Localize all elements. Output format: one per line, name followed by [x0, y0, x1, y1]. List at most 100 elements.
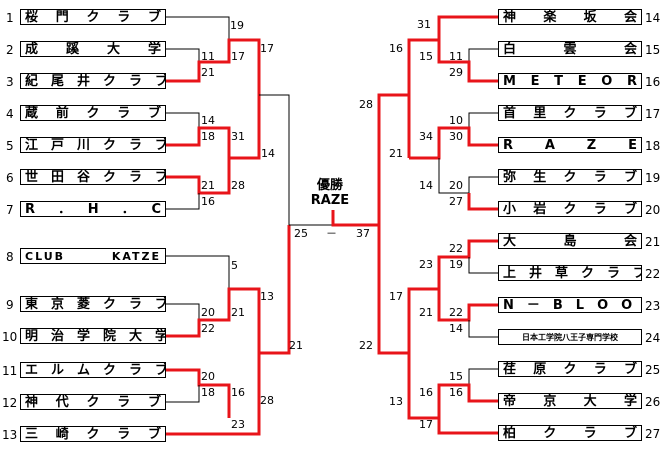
- team-box-18: R A Z E: [498, 137, 642, 153]
- score: 18: [201, 386, 215, 399]
- team-box-17: 首 里 ク ラ ブ: [498, 105, 642, 121]
- score: 13: [389, 395, 403, 408]
- score: 5: [231, 259, 238, 272]
- line-r3-right: [377, 225, 409, 355]
- line-17: [468, 112, 498, 128]
- score: 22: [201, 322, 215, 335]
- team-box-20: 小 岩 ク ラ ブ: [498, 201, 642, 217]
- champion-title: 優勝: [316, 178, 343, 193]
- champion-name: RAZE: [310, 193, 350, 208]
- score: 27: [449, 195, 463, 208]
- score: 18: [201, 130, 215, 143]
- seed-5: 5: [6, 139, 14, 153]
- seed-8: 8: [6, 250, 14, 264]
- seed-16: 16: [645, 75, 661, 89]
- score: 23: [231, 418, 245, 431]
- team-box-7: R ． H ． C: [20, 201, 166, 217]
- team-box-3: 紀 尾 井 ク ラ ブ: [20, 73, 166, 89]
- score: 22: [359, 339, 373, 352]
- seed-1: 1: [6, 11, 14, 25]
- line-23-win: [437, 289, 498, 322]
- score: 22: [449, 306, 463, 319]
- score: 16: [231, 386, 245, 399]
- score: 14: [201, 114, 215, 127]
- seed-18: 18: [645, 139, 661, 153]
- score: 16: [201, 195, 215, 208]
- score: 17: [231, 50, 245, 63]
- line-5-win: [166, 95, 261, 160]
- score: 28: [359, 98, 373, 111]
- line-r2-top: [259, 94, 290, 225]
- score: 20: [201, 306, 215, 319]
- score: 31: [231, 130, 245, 143]
- team-box-24: 日本工学院八王子専門学校: [498, 329, 642, 345]
- team-box-4: 蔵 前 ク ラ ブ: [20, 105, 166, 121]
- line-10-win: [166, 287, 261, 353]
- seed-22: 22: [645, 267, 661, 281]
- team-box-16: M E T E O R: [498, 73, 642, 89]
- line-6-win: [166, 158, 231, 195]
- team-box-1: 桜 門 ク ラ ブ: [20, 9, 166, 25]
- line-18-win: [409, 126, 498, 160]
- line-11-win: [166, 368, 231, 418]
- score: 11: [201, 50, 215, 63]
- score: 23: [419, 258, 433, 271]
- seed-21: 21: [645, 235, 661, 249]
- score: 10: [449, 114, 463, 127]
- score: 15: [419, 50, 433, 63]
- team-box-25: 荏 原 ク ラ ブ: [498, 361, 642, 377]
- line-final-left: [289, 210, 334, 226]
- line-9: [166, 303, 200, 320]
- line-2: [166, 48, 200, 62]
- team-box-13: 三 崎 ク ラ ブ: [20, 426, 166, 442]
- score: 19: [449, 258, 463, 271]
- line-14-win: [437, 15, 498, 40]
- final-score-right: 37: [356, 227, 370, 240]
- team-box-26: 帝 京 大 学: [498, 393, 642, 409]
- team-box-12: 神 代 ク ラ ブ: [20, 394, 166, 410]
- team-box-5: 江 戸 川 ク ラ ブ: [20, 137, 166, 153]
- line-21-win: [407, 239, 498, 353]
- seed-10: 10: [2, 330, 18, 344]
- line-16-win: [407, 38, 498, 158]
- score: 17: [260, 42, 274, 55]
- line-20-win: [467, 193, 498, 211]
- score: 22: [449, 242, 463, 255]
- team-box-21: 大 島 会: [498, 233, 642, 249]
- team-box-22: 上 井 草 ク ラ ブ: [498, 265, 642, 281]
- seed-14: 14: [645, 11, 661, 25]
- score: 21: [231, 306, 245, 319]
- line-7: [166, 193, 200, 210]
- seed-23: 23: [645, 299, 661, 313]
- score: 14: [261, 147, 275, 160]
- line-3-win: [166, 38, 261, 95]
- score: 16: [389, 42, 403, 55]
- seed-25: 25: [645, 363, 661, 377]
- final-score-dash: －: [326, 227, 337, 240]
- line-1: [166, 16, 230, 40]
- score: 30: [449, 130, 463, 143]
- seed-7: 7: [6, 203, 14, 217]
- seed-3: 3: [6, 75, 14, 89]
- team-box-6: 世 田 谷 ク ラ ブ: [20, 169, 166, 185]
- line-13-win: [166, 225, 291, 436]
- line-24: [468, 320, 498, 338]
- score: 31: [417, 18, 431, 31]
- line-26-win: [437, 383, 498, 418]
- score: 20: [449, 179, 463, 192]
- score: 17: [419, 418, 433, 431]
- score: 21: [389, 147, 403, 160]
- score: 34: [419, 130, 433, 143]
- seed-12: 12: [2, 396, 18, 410]
- line-22: [468, 257, 498, 274]
- line-15: [468, 48, 498, 62]
- score: 16: [419, 386, 433, 399]
- score: 17: [389, 290, 403, 303]
- score: 28: [231, 179, 245, 192]
- seed-19: 19: [645, 171, 661, 185]
- team-box-2: 成 蹊 大 学: [20, 41, 166, 57]
- score: 11: [449, 50, 463, 63]
- team-box-9: 東 京 菱 ク ラ ブ: [20, 296, 166, 312]
